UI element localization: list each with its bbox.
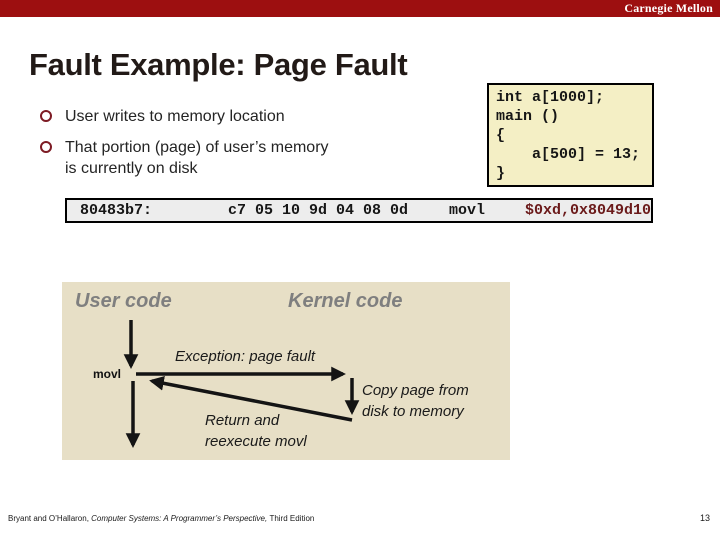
assembly-instruction-box: 80483b7: c7 05 10 9d 04 08 0d movl $0xd,… (65, 198, 653, 223)
asm-operands: $0xd,0x8049d10 (525, 202, 652, 219)
header-bar: Carnegie Mellon (0, 0, 720, 17)
return-reexecute-label: Return and reexecute movl (205, 410, 307, 452)
asm-bytes: c7 05 10 9d 04 08 0d (228, 202, 409, 219)
bullet-line: User writes to memory location (65, 108, 285, 125)
code-line: { (496, 127, 506, 144)
bullet-text: That portion (page) of user’s memory is … (65, 137, 329, 179)
copy-page-label-line: disk to memory (362, 403, 464, 420)
bullet-circle-icon (40, 141, 52, 153)
kernel-code-zone-label: Kernel code (288, 290, 403, 312)
bullet-line: That portion (page) of user’s memory (65, 139, 329, 156)
page-title: Fault Example: Page Fault (29, 47, 408, 82)
copy-page-label: Copy page from disk to memory (362, 380, 469, 422)
return-arrow (149, 376, 353, 422)
footer-edition: Third Edition (269, 514, 315, 523)
attribution-footer: Bryant and O’Hallaron, Computer Systems:… (8, 514, 314, 523)
footer-book-title: Computer Systems: A Programmer’s Perspec… (91, 514, 270, 523)
bullet-item: User writes to memory location (30, 106, 450, 127)
code-line: a[500] = 13; (496, 146, 641, 163)
bullet-circle-icon (40, 110, 52, 122)
exception-arrow-label: Exception: page fault (175, 348, 316, 365)
bullet-list: User writes to memory location That port… (30, 106, 450, 189)
bullet-text: User writes to memory location (65, 106, 285, 127)
user-code-zone-label: User code (75, 290, 172, 312)
code-line: } (496, 165, 506, 182)
code-line: int a[1000]; (496, 89, 605, 106)
asm-mnemonic: movl (449, 202, 486, 219)
asm-address: 80483b7: (80, 202, 153, 219)
bullet-line: is currently on disk (65, 160, 198, 177)
c-code-snippet: int a[1000]; main () { a[500] = 13;} (487, 83, 654, 187)
control-flow-diagram: User code Kernel code movl Exception: pa… (62, 282, 510, 460)
return-reexecute-label-line: Return and (205, 412, 280, 429)
copy-page-label-line: Copy page from (362, 382, 469, 399)
page-number: 13 (699, 513, 710, 523)
footer-authors: Bryant and O’Hallaron, (8, 514, 92, 523)
brand-wordmark: Carnegie Mellon (624, 1, 713, 15)
flow-arrows-graphic (123, 320, 360, 448)
bullet-item: That portion (page) of user’s memory is … (30, 137, 450, 179)
return-reexecute-label-line: reexecute movl (205, 433, 307, 450)
code-line: main () (496, 108, 560, 125)
movl-instruction-label: movl (93, 367, 122, 381)
